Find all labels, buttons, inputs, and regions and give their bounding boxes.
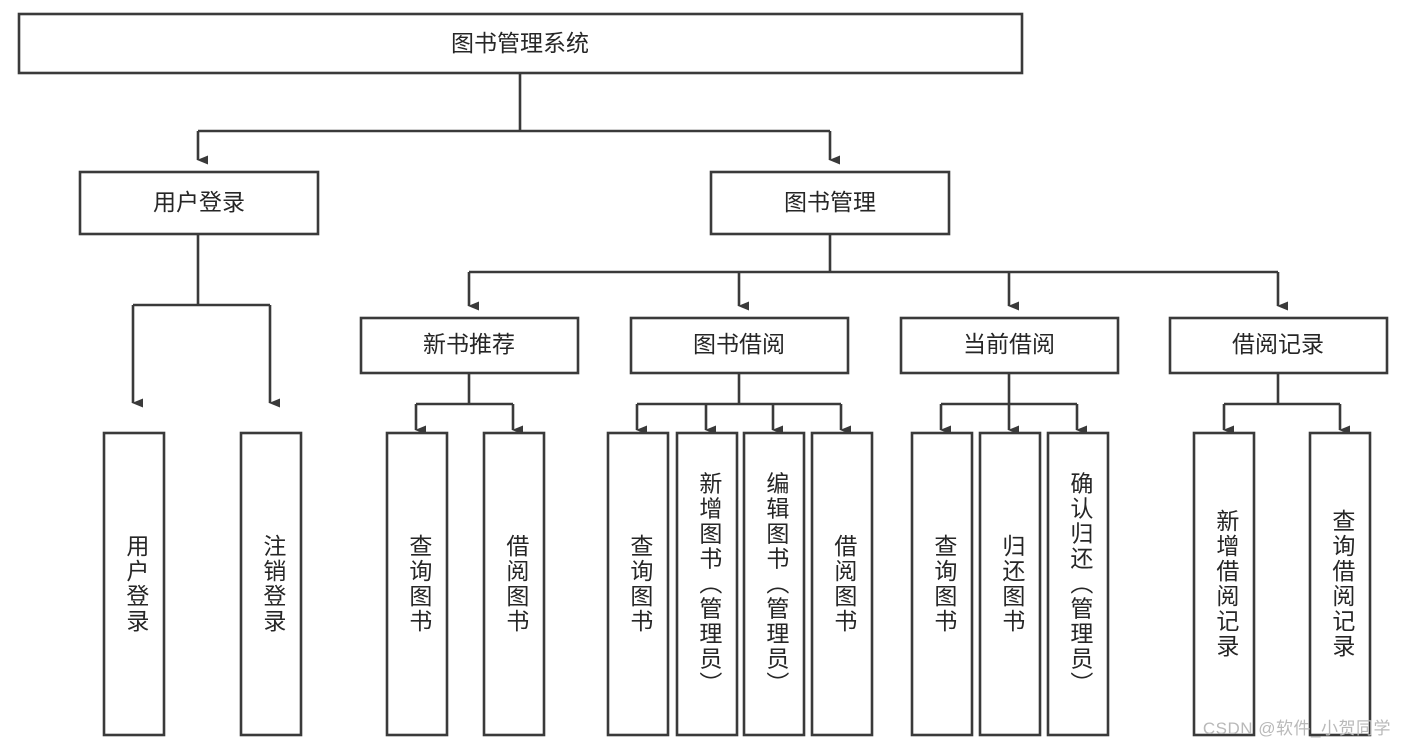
node-current-borrow[interactable]: 当前借阅 <box>899 316 1120 375</box>
node-current-borrow-label: 当前借阅 <box>963 331 1055 357</box>
node-leaf-edit-book-label: 编辑图书（管理员） <box>763 472 790 697</box>
node-leaf-borrow-book-2-box[interactable] <box>810 431 874 737</box>
node-leaf-add-book[interactable]: 新增图书（管理员） <box>675 431 739 737</box>
node-user-login[interactable]: 用户登录 <box>78 170 320 236</box>
node-new-book-recommend[interactable]: 新书推荐 <box>359 316 580 375</box>
node-book-borrow-label: 图书借阅 <box>693 331 785 357</box>
node-leaf-query-book-3-label: 查询图书 <box>931 534 958 634</box>
node-leaf-add-record[interactable]: 新增借阅记录 <box>1192 431 1256 737</box>
node-leaf-user-logout[interactable]: 注销登录 <box>239 431 303 737</box>
node-user-login-box[interactable] <box>78 170 320 236</box>
node-leaf-confirm-return[interactable]: 确认归还（管理员） <box>1046 431 1110 737</box>
node-leaf-return-book-label: 归还图书 <box>999 534 1026 634</box>
node-leaf-add-record-box[interactable] <box>1192 431 1256 737</box>
node-leaf-query-book-3[interactable]: 查询图书 <box>910 431 974 737</box>
node-new-book-recommend-label: 新书推荐 <box>423 331 515 357</box>
node-root[interactable]: 图书管理系统 <box>17 12 1024 75</box>
node-leaf-return-book[interactable]: 归还图书 <box>978 431 1042 737</box>
node-book-management-box[interactable] <box>709 170 951 236</box>
node-leaf-borrow-book-1-label: 借阅图书 <box>503 534 530 634</box>
node-leaf-borrow-book-2[interactable]: 借阅图书 <box>810 431 874 737</box>
node-leaf-query-book-1[interactable]: 查询图书 <box>385 431 449 737</box>
node-leaf-borrow-book-2-label: 借阅图书 <box>831 534 858 634</box>
node-leaf-user-login-label: 用户登录 <box>123 534 150 634</box>
node-user-login-label: 用户登录 <box>153 189 245 215</box>
node-leaf-borrow-book-1[interactable]: 借阅图书 <box>482 431 546 737</box>
node-book-management-label: 图书管理 <box>784 189 876 215</box>
node-leaf-query-book-2[interactable]: 查询图书 <box>606 431 670 737</box>
node-leaf-query-book-1-label: 查询图书 <box>406 534 433 634</box>
node-leaf-add-book-label: 新增图书（管理员） <box>696 472 723 697</box>
node-leaf-query-record[interactable]: 查询借阅记录 <box>1308 431 1372 737</box>
node-borrow-record-label: 借阅记录 <box>1232 331 1324 357</box>
node-root-label: 图书管理系统 <box>451 30 589 56</box>
node-book-borrow-box[interactable] <box>629 316 850 375</box>
node-leaf-add-book-box[interactable] <box>675 431 739 737</box>
node-leaf-add-record-label: 新增借阅记录 <box>1213 509 1240 659</box>
node-borrow-record-box[interactable] <box>1168 316 1389 375</box>
node-borrow-record[interactable]: 借阅记录 <box>1168 316 1389 375</box>
node-leaf-user-logout-box[interactable] <box>239 431 303 737</box>
node-leaf-query-book-2-box[interactable] <box>606 431 670 737</box>
node-leaf-return-book-box[interactable] <box>978 431 1042 737</box>
node-new-book-recommend-box[interactable] <box>359 316 580 375</box>
node-leaf-user-login[interactable]: 用户登录 <box>102 431 166 737</box>
node-leaf-edit-book[interactable]: 编辑图书（管理员） <box>742 431 806 737</box>
node-book-borrow[interactable]: 图书借阅 <box>629 316 850 375</box>
node-root-box[interactable] <box>17 12 1024 75</box>
node-leaf-borrow-book-1-box[interactable] <box>482 431 546 737</box>
node-leaf-query-book-1-box[interactable] <box>385 431 449 737</box>
node-leaf-query-book-3-box[interactable] <box>910 431 974 737</box>
node-leaf-confirm-return-label: 确认归还（管理员） <box>1067 472 1094 697</box>
node-leaf-query-record-box[interactable] <box>1308 431 1372 737</box>
node-leaf-query-book-2-label: 查询图书 <box>627 534 654 634</box>
node-leaf-user-logout-label: 注销登录 <box>260 534 287 634</box>
node-leaf-edit-book-box[interactable] <box>742 431 806 737</box>
edges-layer <box>131 73 1350 435</box>
node-leaf-query-record-label: 查询借阅记录 <box>1329 509 1356 659</box>
node-current-borrow-box[interactable] <box>899 316 1120 375</box>
node-leaf-user-login-box[interactable] <box>102 431 166 737</box>
node-leaf-confirm-return-box[interactable] <box>1046 431 1110 737</box>
node-book-management[interactable]: 图书管理 <box>709 170 951 236</box>
